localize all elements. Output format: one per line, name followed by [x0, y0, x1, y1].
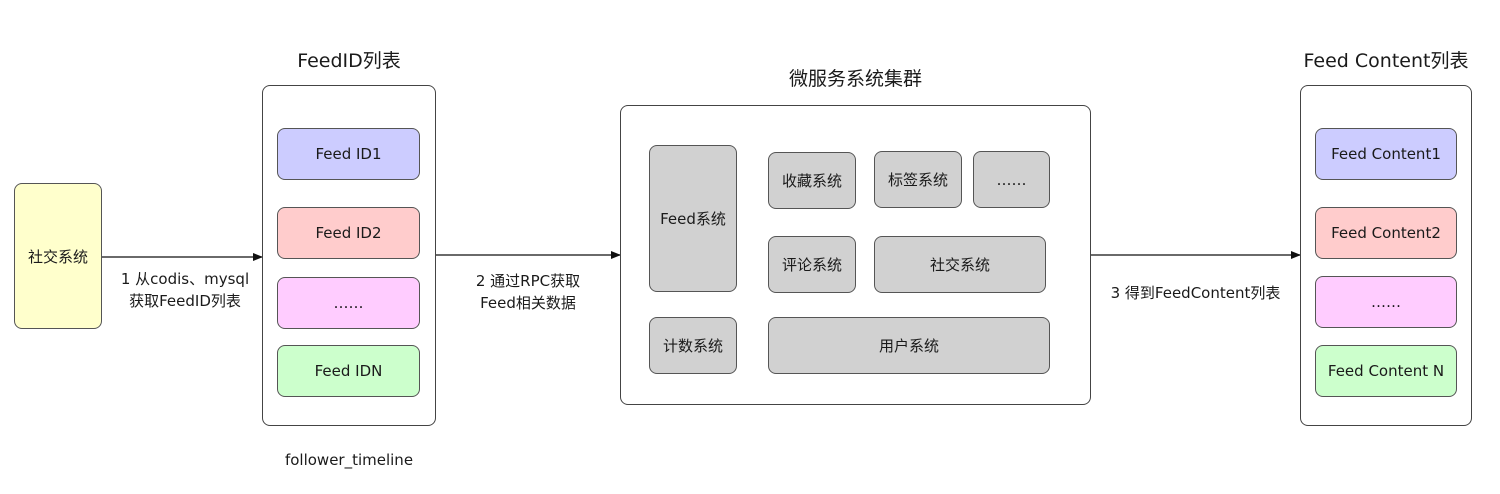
service-social: 社交系统: [874, 236, 1046, 293]
step3-label: 3 得到FeedContent列表: [1110, 284, 1281, 302]
step1-line1: 1 从codis、mysql: [120, 270, 250, 288]
feedid-item: Feed ID2: [277, 207, 420, 259]
social-system-source: 社交系统: [14, 183, 102, 329]
step1-line2: 获取FeedID列表: [129, 292, 241, 310]
service-feed: Feed系统: [649, 145, 737, 292]
feedid-list-title: FeedID列表: [297, 50, 401, 72]
content-item: Feed Content1: [1315, 128, 1457, 180]
service-user: 用户系统: [768, 317, 1050, 374]
content-list-title: Feed Content列表: [1303, 50, 1469, 72]
content-item: Feed Content2: [1315, 207, 1457, 259]
content-item: Feed Content N: [1315, 345, 1457, 397]
service-more: ……: [973, 151, 1050, 208]
service-comment: 评论系统: [768, 236, 856, 293]
service-favorite: 收藏系统: [768, 152, 856, 209]
step1-label: 1 从codis、mysql 获取FeedID列表: [100, 268, 270, 312]
content-item: ……: [1315, 276, 1457, 328]
feedid-item: Feed ID1: [277, 128, 420, 180]
step2-label: 2 通过RPC获取 Feed相关数据: [436, 270, 620, 314]
cluster-title: 微服务系统集群: [788, 68, 922, 90]
service-tag: 标签系统: [874, 151, 962, 208]
service-counter: 计数系统: [649, 317, 737, 374]
feedid-list-caption: follower_timeline: [284, 451, 414, 469]
social-system-source-label: 社交系统: [27, 247, 88, 266]
step2-line1: 2 通过RPC获取: [475, 272, 581, 290]
step2-line2: Feed相关数据: [480, 294, 576, 312]
feedid-item: Feed IDN: [277, 345, 420, 397]
feedid-item: ……: [277, 277, 420, 329]
